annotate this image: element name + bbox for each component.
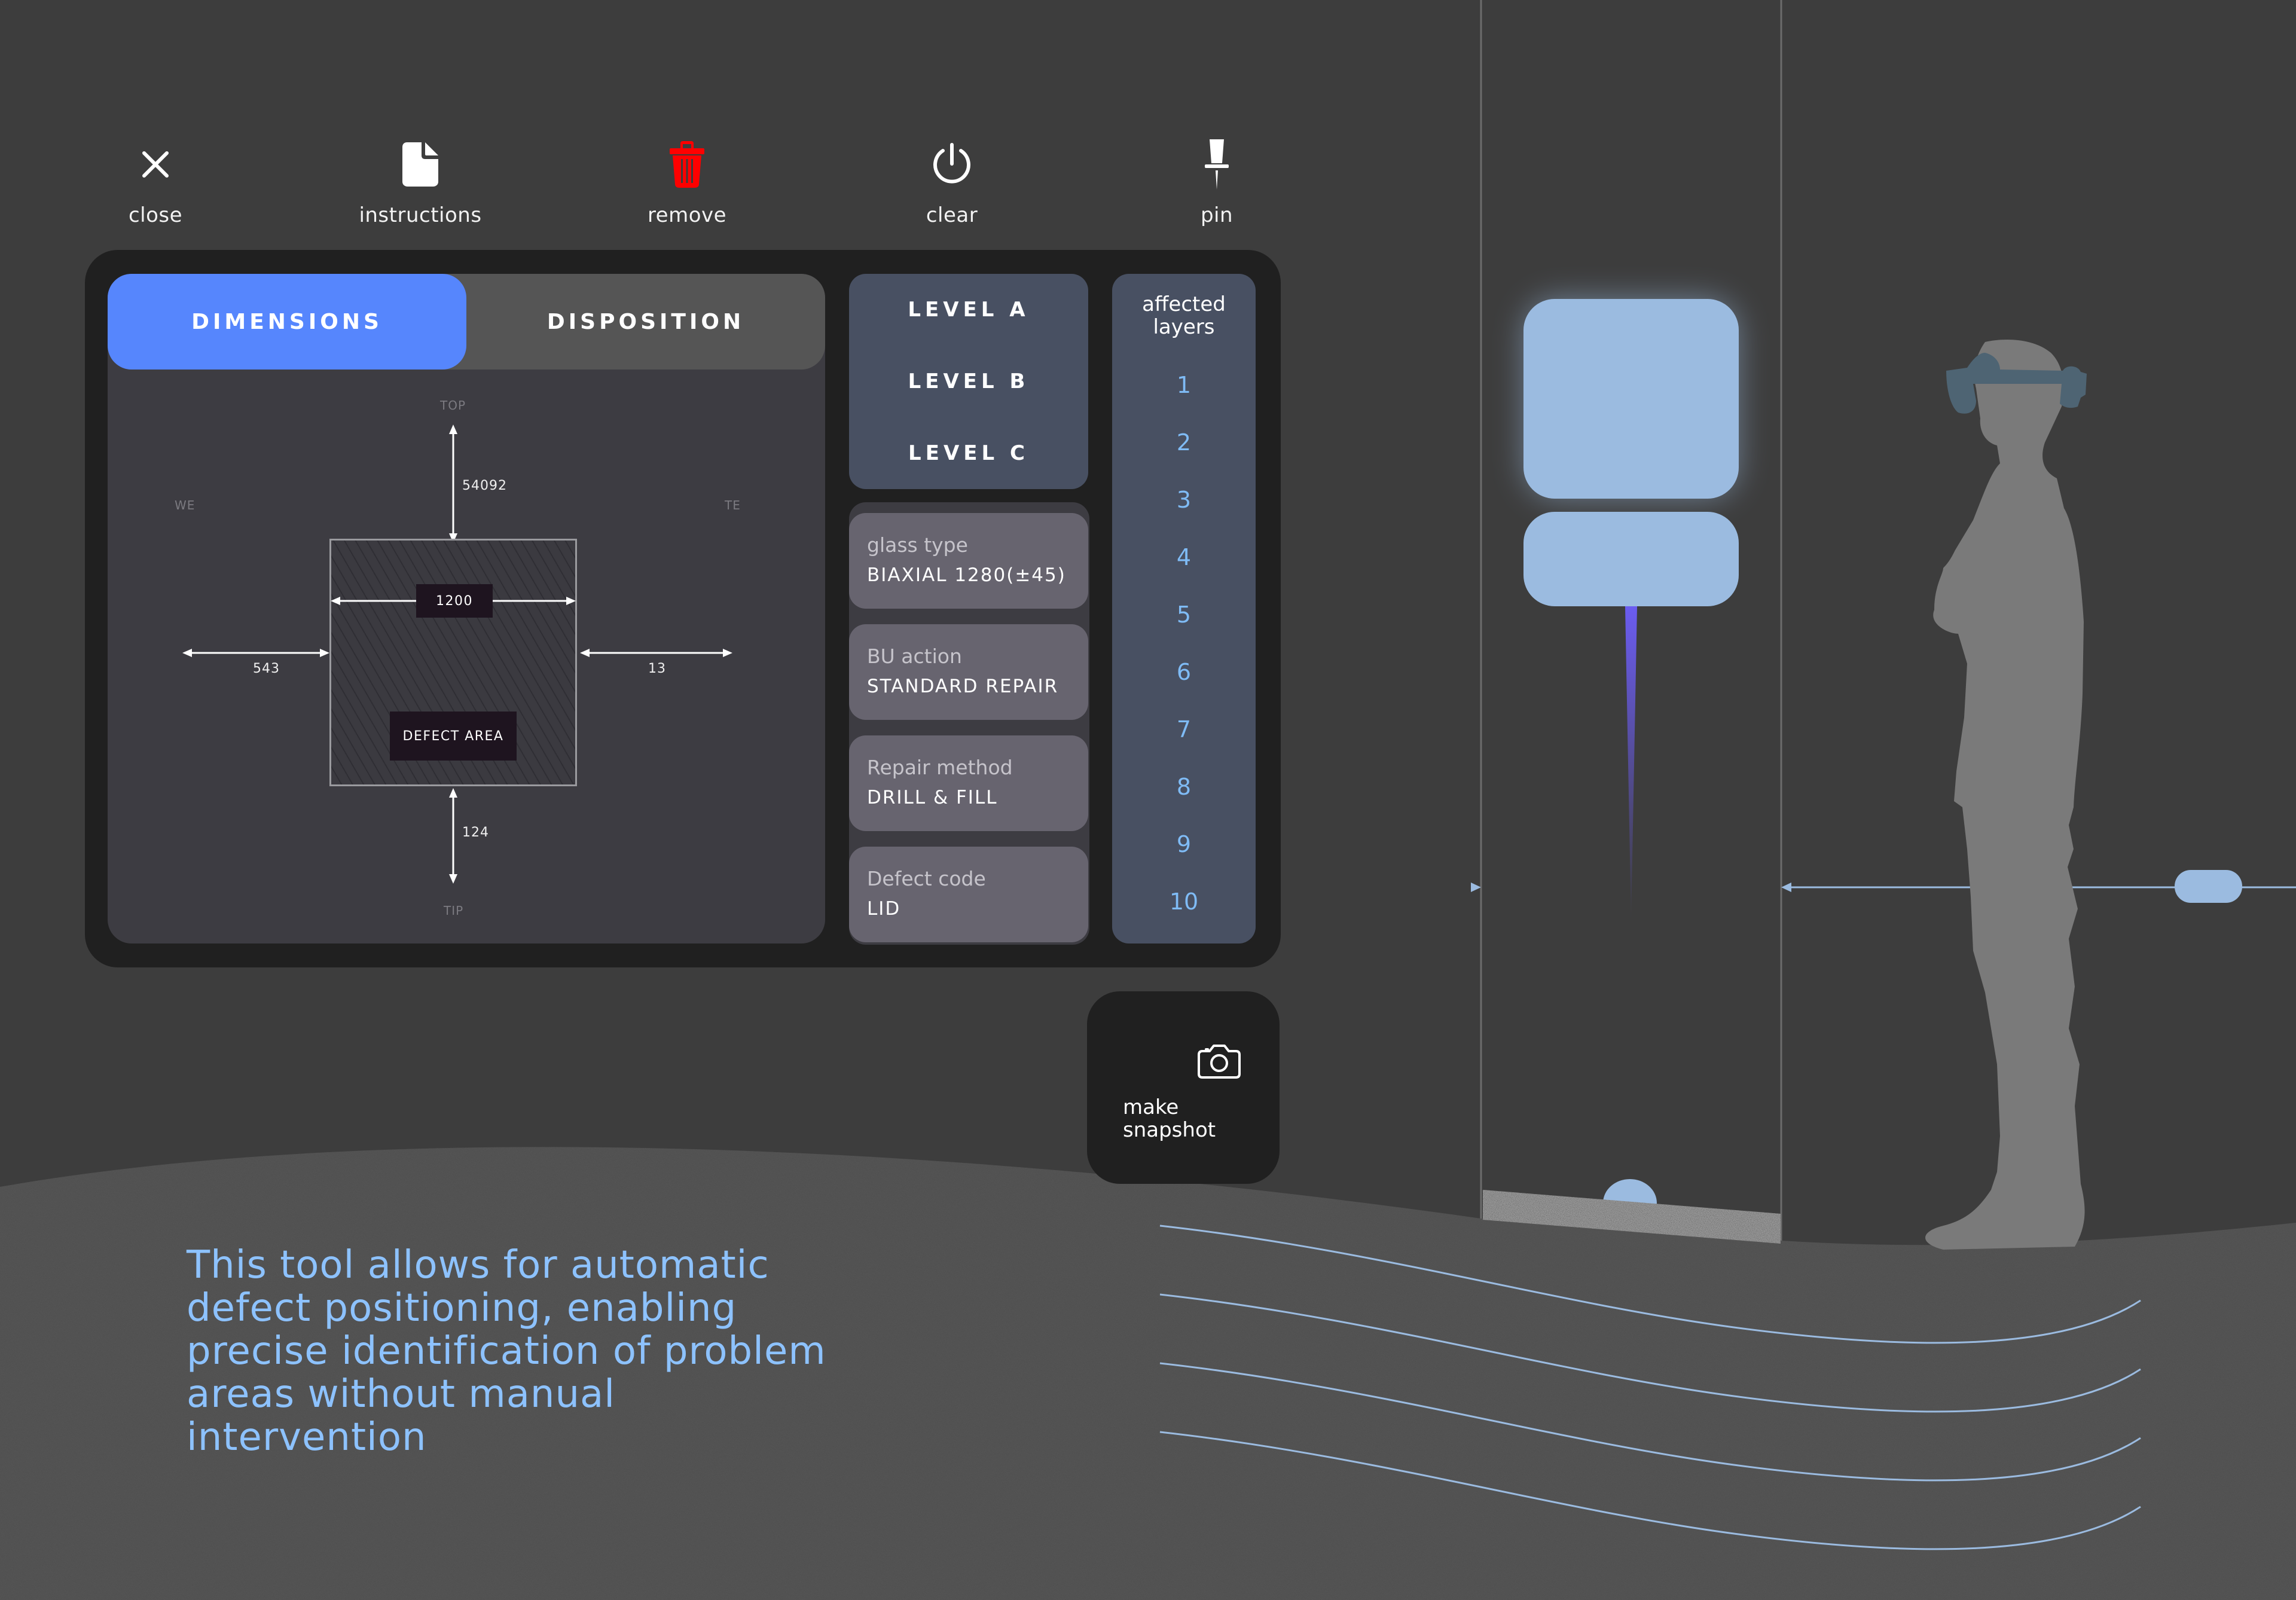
width-value: 1200 bbox=[416, 584, 493, 618]
dimension-lines bbox=[182, 422, 733, 886]
layer-7[interactable]: 7 bbox=[1176, 716, 1192, 743]
pin-label: pin bbox=[1200, 203, 1234, 227]
layer-9[interactable]: 9 bbox=[1176, 831, 1192, 857]
bottom-distance-value: 124 bbox=[462, 825, 489, 840]
left-distance-value: 543 bbox=[253, 661, 280, 676]
label-te: TE bbox=[725, 498, 741, 512]
affected-layers-title-line1: affected bbox=[1142, 292, 1226, 316]
right-distance-value: 13 bbox=[648, 661, 666, 676]
label-we: WE bbox=[175, 498, 196, 512]
tab-dimensions[interactable]: DIMENSIONS bbox=[108, 274, 466, 370]
bu-action-value: STANDARD REPAIR bbox=[867, 676, 1059, 697]
layer-1[interactable]: 1 bbox=[1176, 372, 1192, 398]
layer-3[interactable]: 3 bbox=[1176, 487, 1192, 513]
clear-button[interactable]: clear bbox=[862, 138, 1042, 227]
level-selector: LEVEL A LEVEL B LEVEL C bbox=[849, 274, 1088, 489]
glass-type-key: glass type bbox=[867, 533, 968, 557]
close-button[interactable]: close bbox=[66, 138, 245, 227]
layer-10[interactable]: 10 bbox=[1169, 888, 1199, 915]
tab-bar: DIMENSIONS DISPOSITION bbox=[108, 274, 825, 370]
power-icon bbox=[933, 143, 970, 184]
affected-layers-title: affected layers bbox=[1112, 293, 1256, 338]
pin-button[interactable]: pin bbox=[1127, 138, 1306, 227]
remove-button[interactable]: remove bbox=[597, 138, 777, 227]
trash-icon bbox=[670, 141, 704, 188]
defect-code-key: Defect code bbox=[867, 867, 986, 890]
feature-description: This tool allows for automatic defect po… bbox=[187, 1243, 826, 1459]
glass-type-value: BIAXIAL 1280(±45) bbox=[867, 564, 1066, 586]
layer-8[interactable]: 8 bbox=[1176, 774, 1192, 800]
label-tip: TIP bbox=[444, 903, 464, 918]
pin-icon bbox=[1205, 139, 1229, 190]
affected-layers-title-line2: layers bbox=[1153, 315, 1215, 339]
tab-disposition[interactable]: DISPOSITION bbox=[546, 309, 745, 334]
level-a-option[interactable]: LEVEL A bbox=[908, 298, 1030, 322]
repair-method-card[interactable]: Repair method DRILL & FILL bbox=[849, 735, 1088, 831]
layer-4[interactable]: 4 bbox=[1176, 544, 1192, 570]
close-icon bbox=[142, 151, 169, 178]
instructions-button[interactable]: instructions bbox=[331, 138, 510, 227]
defect-code-card[interactable]: Defect code LID bbox=[849, 847, 1088, 942]
layer-6[interactable]: 6 bbox=[1176, 659, 1192, 685]
person-silhouette bbox=[1925, 339, 2087, 1250]
camera-icon bbox=[1198, 1045, 1241, 1079]
level-c-option[interactable]: LEVEL C bbox=[908, 441, 1029, 465]
repair-method-key: Repair method bbox=[867, 756, 1013, 779]
level-b-option[interactable]: LEVEL B bbox=[908, 370, 1030, 393]
snapshot-label-line2: snapshot bbox=[1123, 1118, 1216, 1142]
top-distance-value: 54092 bbox=[462, 478, 507, 493]
repair-method-value: DRILL & FILL bbox=[867, 787, 998, 808]
instructions-label: instructions bbox=[359, 203, 482, 227]
layer-2[interactable]: 2 bbox=[1176, 429, 1192, 456]
make-snapshot-button[interactable]: make snapshot bbox=[1087, 991, 1280, 1184]
close-label: close bbox=[128, 203, 183, 227]
snapshot-label-line1: make bbox=[1123, 1095, 1179, 1119]
bu-action-key: BU action bbox=[867, 645, 962, 668]
label-top: TOP bbox=[440, 398, 466, 413]
glass-type-card[interactable]: glass type BIAXIAL 1280(±45) bbox=[849, 513, 1088, 609]
layer-5[interactable]: 5 bbox=[1176, 601, 1192, 628]
document-icon bbox=[402, 142, 438, 187]
defect-area-label: DEFECT AREA bbox=[390, 712, 517, 761]
bu-action-card[interactable]: BU action STANDARD REPAIR bbox=[849, 624, 1088, 720]
defect-code-value: LID bbox=[867, 898, 901, 920]
clear-label: clear bbox=[926, 203, 978, 227]
affected-layers-panel: affected layers 1 2 3 4 5 6 7 8 9 10 bbox=[1112, 274, 1256, 943]
remove-label: remove bbox=[647, 203, 727, 227]
